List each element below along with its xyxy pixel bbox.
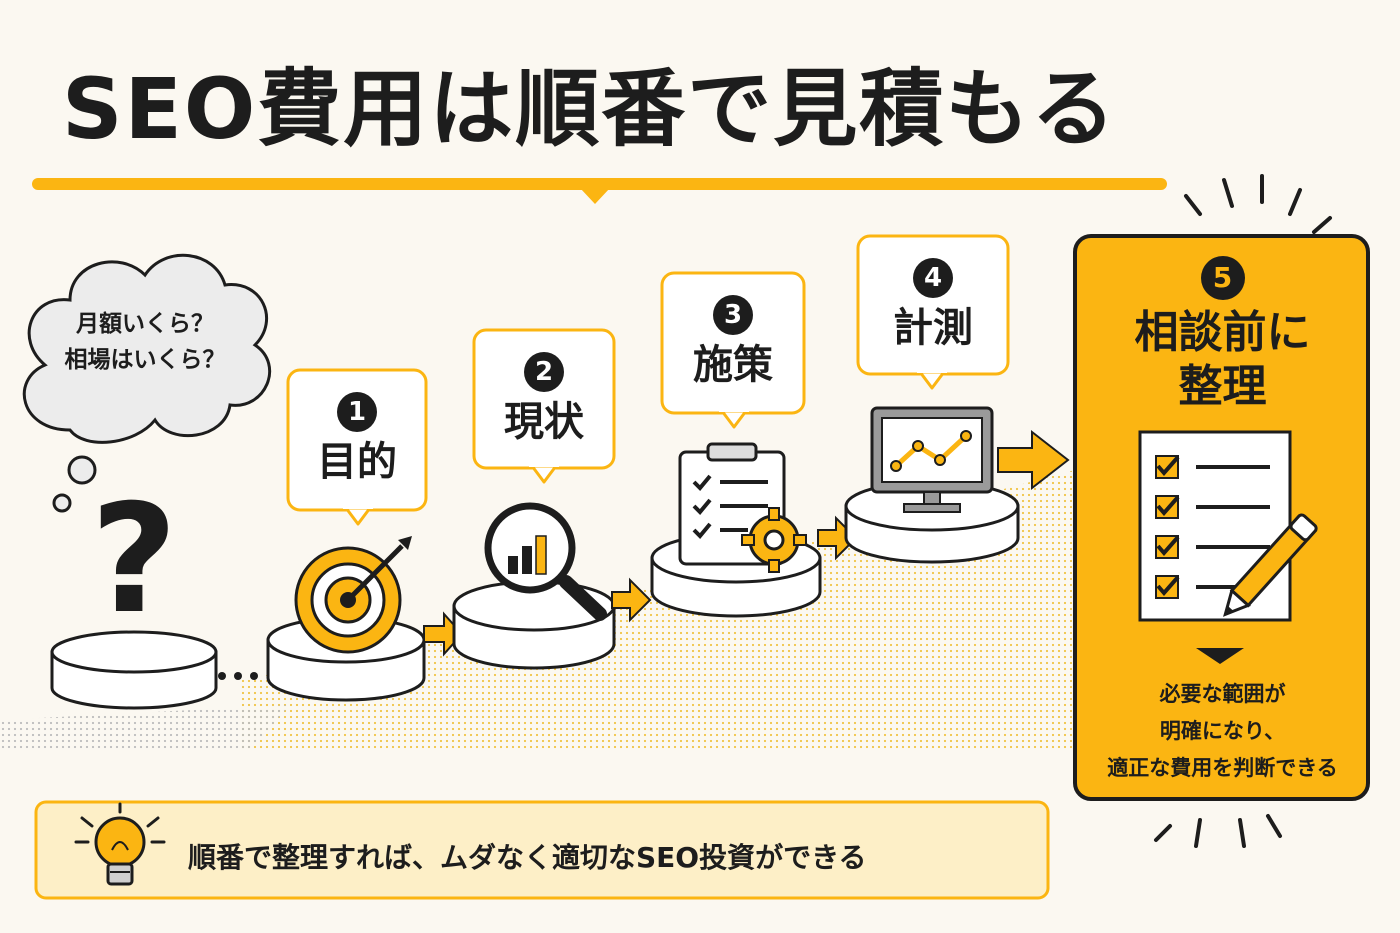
step-5-number: 5 <box>1200 256 1245 300</box>
step-1-number: 1 <box>337 392 377 432</box>
magnifier-chart-icon <box>484 502 607 621</box>
step-2-text: 2 現状 <box>474 352 614 446</box>
arrow-4-to-5 <box>997 429 1070 491</box>
step-3-bubble <box>660 271 806 429</box>
cloud-line-1: 月額いくら？ <box>76 311 214 337</box>
step-2-pedestal <box>452 580 616 670</box>
target-icon <box>294 536 412 654</box>
step-1-text: 1 目的 <box>288 392 426 486</box>
checklist-pencil-icon <box>1138 430 1318 622</box>
step-4-bubble <box>856 234 1010 390</box>
thought-cloud <box>22 253 272 513</box>
result-line-2: 明確になり、 <box>1159 719 1286 743</box>
step-4-text: 4 計測 <box>858 258 1008 352</box>
question-mark: ? <box>90 473 178 647</box>
dotted-connector <box>218 672 258 680</box>
monitor-graph-icon <box>870 406 994 513</box>
result-line-1: 必要な範囲が <box>1159 682 1286 706</box>
cloud-line-2: 相場はいくら？ <box>64 347 226 373</box>
question-pedestal <box>50 630 218 710</box>
step-1-bubble <box>286 368 428 526</box>
final-label-line-1: 相談前に <box>1134 307 1311 358</box>
tip-bar <box>34 800 1050 900</box>
arrow-2-to-3 <box>611 577 652 623</box>
final-result: 必要な範囲が 明確になり、 適正な費用を判断できる <box>1080 676 1365 787</box>
arrow-3-to-4 <box>817 515 858 561</box>
step-4-label: 計測 <box>893 305 973 351</box>
cloud-text: 月額いくら？ 相場はいくら？ <box>40 306 250 378</box>
title-underline <box>32 178 1167 204</box>
step-2-bubble <box>472 328 616 484</box>
burst-lines-top <box>1184 174 1332 234</box>
burst-lines-bottom <box>1154 814 1282 848</box>
step-4-number: 4 <box>913 258 953 298</box>
final-label-line-2: 整理 <box>1178 361 1267 412</box>
step-3-label: 施策 <box>693 342 773 388</box>
clipboard-gear-icon <box>678 442 807 573</box>
step-2-number: 2 <box>524 352 564 392</box>
lightbulb-icon <box>74 802 166 886</box>
step-3-text: 3 施策 <box>662 295 804 389</box>
step-2-label: 現状 <box>504 399 584 445</box>
result-line-3: 適正な費用を判断できる <box>1107 756 1338 780</box>
ground-gray-halftone <box>0 705 290 750</box>
final-heading: 5 相談前に 整理 <box>1080 256 1365 414</box>
page-title: SEO費用は順番で見積もる <box>62 60 1118 158</box>
step-1-label: 目的 <box>317 439 397 485</box>
result-triangle <box>1196 648 1244 664</box>
tip-text: 順番で整理すれば、ムダなく適切なSEO投資ができる <box>188 841 867 874</box>
step-3-number: 3 <box>713 295 753 335</box>
